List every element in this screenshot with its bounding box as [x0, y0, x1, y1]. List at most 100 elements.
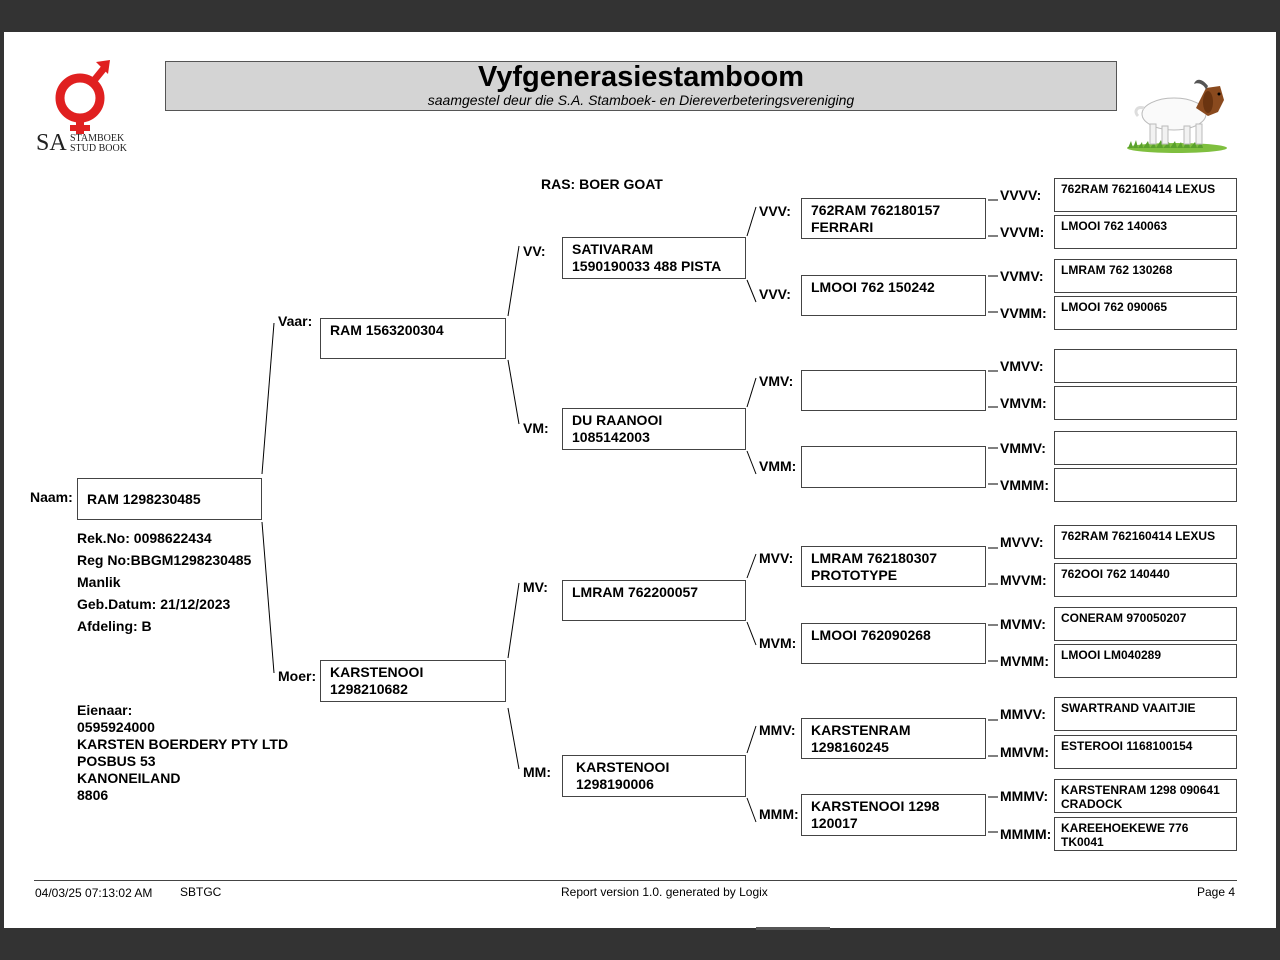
pedigree-box-sire: RAM 1563200304	[320, 318, 506, 359]
box-line1: ESTEROOI 1168100154	[1061, 739, 1193, 753]
box-line1: KARSTENOOI 1298	[811, 798, 940, 814]
gen4-code: MMM:	[759, 806, 799, 822]
gen5-code: MVVV:	[1000, 534, 1044, 550]
pedigree-box-vvm: LMOOI 762 150242	[801, 275, 986, 316]
box-line1: LMRAM 762180307	[811, 550, 938, 566]
owner-name: KARSTEN BOERDERY PTY LTD	[77, 736, 289, 752]
connector-line	[746, 797, 757, 823]
title-banner: Vyfgenerasiestamboom saamgestel deur die…	[165, 61, 1117, 111]
pedigree-box-vv: SATIVARAM 1590190033 488 PISTA	[562, 237, 746, 279]
gen2-code: Moer:	[278, 668, 317, 684]
box-line1: RAM 1563200304	[330, 322, 444, 338]
gen3-code: MM:	[523, 764, 551, 780]
pedigree-box-gen5	[1054, 468, 1237, 502]
connector-line	[261, 521, 275, 674]
pedigree-box-gen5: LMOOI LM040289	[1054, 644, 1237, 678]
connector-line	[746, 206, 757, 237]
connector-line	[746, 553, 757, 579]
gen5-code: VMMM:	[1000, 477, 1049, 493]
pedigree-box-mvv: LMRAM 762180307 PROTOTYPE	[801, 546, 986, 587]
pedigree-box-mvm: LMOOI 762090268	[801, 623, 986, 664]
box-line2: 1085142003	[572, 429, 650, 445]
pedigree-box-vmv	[801, 370, 986, 411]
animal-details: Rek.No: 0098622434 Reg No:BBGM1298230485…	[77, 527, 251, 637]
connector-line	[261, 322, 275, 475]
pedigree-box-vvv: 762RAM 762180157 FERRARI	[801, 198, 986, 239]
gen3-code: VV:	[523, 243, 546, 259]
pedigree-box-gen5: 762RAM 762160414 LEXUS	[1054, 525, 1237, 559]
box-line1: 762OOI 762 140440	[1061, 567, 1170, 581]
pedigree-box-mmv: KARSTENRAM 1298160245	[801, 718, 986, 759]
gen5-code: MMMM:	[1000, 826, 1052, 842]
subject-animal-box: RAM 1298230485	[77, 478, 262, 520]
pedigree-box-gen5: ESTEROOI 1168100154	[1054, 735, 1237, 769]
box-line1: LMRAM 762200057	[572, 584, 699, 600]
gen5-code: MMVV:	[1000, 706, 1046, 722]
gen5-code: MVMV:	[1000, 616, 1046, 632]
gen5-code: MVMM:	[1000, 653, 1049, 669]
gen4-code: VMV:	[759, 373, 794, 389]
gen4-code: VVV:	[759, 286, 791, 302]
pedigree-box-mv: LMRAM 762200057	[562, 580, 746, 621]
gen5-code: VVMV:	[1000, 268, 1044, 284]
gen5-code: VVVV:	[1000, 187, 1042, 203]
box-line1: 762RAM 762180157	[811, 202, 941, 218]
pedigree-box-gen5: LMOOI 762 090065	[1054, 296, 1237, 330]
division: Afdeling: B	[77, 618, 152, 634]
breed-label: RAS: BOER GOAT	[541, 176, 663, 192]
pedigree-box-gen5	[1054, 431, 1237, 465]
pedigree-box-gen5	[1054, 386, 1237, 420]
box-line2: CRADOCK	[1061, 797, 1123, 811]
horizontal-scrollbar-thumb[interactable]	[756, 927, 830, 930]
gen4-code: VVV:	[759, 203, 791, 219]
name-label: Naam:	[30, 489, 73, 505]
logo-sa-text: SA	[36, 130, 67, 156]
gen3-code: VM:	[523, 420, 549, 436]
connector-line	[746, 725, 757, 754]
box-line1: 762RAM 762160414 LEXUS	[1061, 529, 1216, 543]
owner-address1: POSBUS 53	[77, 753, 156, 769]
connector-line	[746, 450, 757, 475]
gen2-code: Vaar:	[278, 313, 313, 329]
pedigree-box-dam: KARSTENOOI 1298210682	[320, 660, 506, 702]
box-line1: KARSTENOOI	[576, 759, 670, 775]
box-line1: KARSTENOOI	[330, 664, 424, 680]
box-line2: 1590190033 488 PISTA	[572, 258, 722, 274]
gen5-code: MMVM:	[1000, 744, 1049, 760]
viewer-bottom-bar	[0, 928, 1280, 960]
rek-no: Rek.No: 0098622434	[77, 530, 212, 546]
gen5-code: VMVV:	[1000, 358, 1044, 374]
owner-phone: 0595924000	[77, 719, 155, 735]
footer-datetime: 04/03/25 07:13:02 AM	[35, 886, 153, 900]
connector-line	[507, 245, 520, 317]
male-female-symbol-icon	[55, 60, 110, 134]
owner-label: Eienaar:	[77, 702, 133, 718]
owner-postcode: 8806	[77, 787, 109, 803]
birth-date: Geb.Datum: 21/12/2023	[77, 596, 231, 612]
pedigree-box-gen5: LMRAM 762 130268	[1054, 259, 1237, 293]
box-line2: 1298160245	[811, 739, 889, 755]
pedigree-box-gen5: SWARTRAND VAAITJIE	[1054, 697, 1237, 731]
pedigree-box-gen5	[1054, 349, 1237, 383]
goat-illustration	[1122, 72, 1232, 154]
box-line1: LMOOI 762 150242	[811, 279, 935, 295]
box-line1: LMRAM 762 130268	[1061, 263, 1173, 277]
box-line2: 1298210682	[330, 681, 408, 697]
footer-page: Page 4	[1197, 885, 1236, 899]
box-line1: LMOOI 762090268	[811, 627, 931, 643]
gen4-code: MMV:	[759, 722, 796, 738]
gen5-code: VVVM:	[1000, 224, 1045, 240]
gen5-code: MVVM:	[1000, 572, 1047, 588]
sex: Manlik	[77, 574, 121, 590]
box-line1: CONERAM 970050207	[1061, 611, 1187, 625]
gen5-code: VMVM:	[1000, 395, 1047, 411]
box-line1: DU RAANOOI	[572, 412, 663, 428]
gen4-code: MVV:	[759, 550, 794, 566]
owner-details: Eienaar: 0595924000 KARSTEN BOERDERY PTY…	[77, 702, 288, 804]
page-subtitle: saamgestel deur die S.A. Stamboek- en Di…	[427, 92, 855, 108]
gen5-code: MMMV:	[1000, 788, 1049, 804]
pedigree-box-vmm	[801, 446, 986, 488]
gen4-code: VMM:	[759, 458, 797, 474]
report-page: SA STAMBOEK STUD BOOK Vyfgenerasiestambo…	[4, 32, 1276, 928]
